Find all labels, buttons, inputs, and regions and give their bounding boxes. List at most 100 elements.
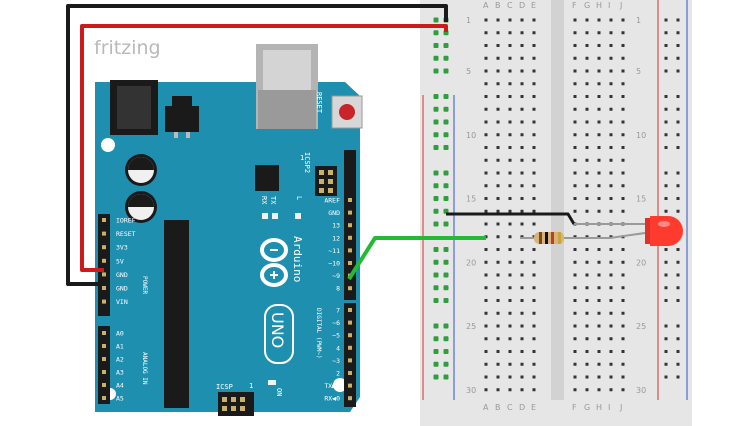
breadboard-hole	[484, 337, 488, 341]
header-pin[interactable]	[348, 333, 352, 338]
breadboard-column-letter: I	[608, 403, 610, 412]
breadboard-hole	[484, 120, 488, 124]
breadboard-hole	[609, 375, 613, 379]
header-pin[interactable]	[102, 231, 106, 236]
arduino-logo	[260, 238, 288, 287]
header-pin[interactable]	[348, 396, 352, 401]
red-wire-5v[interactable]	[80, 24, 448, 272]
breadboard-hole	[597, 350, 601, 353]
header-pin[interactable]	[348, 358, 352, 363]
header-pin[interactable]	[102, 357, 106, 361]
rail-hole	[433, 145, 439, 150]
breadboard-hole	[496, 69, 500, 73]
breadboard-hole	[585, 171, 589, 175]
breadboard-hole	[520, 197, 524, 200]
pin-label: A1	[116, 343, 124, 351]
pin-label: A5	[116, 395, 124, 403]
pin-label: 13	[332, 222, 340, 230]
header-pin[interactable]	[102, 396, 106, 400]
header-pin[interactable]	[348, 345, 352, 350]
pin-label: A3	[116, 369, 124, 377]
resistor[interactable]	[520, 232, 575, 244]
breadboard-hole	[609, 56, 613, 60]
rail-hole	[443, 221, 449, 227]
breadboard-hole	[520, 44, 524, 47]
red-led[interactable]	[574, 216, 683, 246]
pin-label: A4	[116, 382, 124, 390]
header-pin[interactable]	[102, 344, 106, 348]
breadboard-hole	[508, 311, 512, 315]
header-pin[interactable]	[348, 223, 352, 228]
reset-button-cap[interactable]	[339, 104, 355, 120]
breadboard-hole	[609, 248, 613, 251]
header-pin[interactable]	[348, 320, 352, 325]
breadboard-row-number: 20	[466, 258, 476, 267]
breadboard-hole	[508, 146, 512, 149]
breadboard-hole	[496, 222, 500, 226]
breadboard-hole	[520, 184, 524, 188]
rail-hole	[664, 248, 668, 251]
breadboard-hole	[585, 95, 589, 98]
header-pin[interactable]	[102, 299, 106, 304]
breadboard-hole	[597, 146, 601, 149]
header-pin[interactable]	[348, 383, 352, 388]
breadboard-hole	[484, 248, 488, 251]
header-pin[interactable]	[348, 261, 352, 265]
header-pin[interactable]	[102, 383, 106, 387]
breadboard-hole	[520, 158, 524, 162]
header-pin[interactable]	[348, 371, 352, 375]
header-pin[interactable]	[102, 258, 106, 263]
green-wire-pin9[interactable]	[347, 236, 486, 281]
breadboard-column-letter: B	[495, 403, 501, 412]
header-pin[interactable]	[348, 248, 352, 253]
breadboard-hole	[508, 69, 512, 73]
icsp-pin1-mark: 1	[249, 382, 253, 390]
breadboard-hole	[573, 235, 577, 239]
breadboard-hole	[585, 337, 589, 341]
header-pin[interactable]	[348, 210, 352, 215]
breadboard-hole	[532, 299, 536, 302]
rail-hole	[676, 31, 680, 35]
breadboard-hole	[532, 44, 536, 47]
black-wire-gnd[interactable]	[66, 4, 448, 286]
breadboard-hole	[520, 209, 524, 213]
rail-hole	[676, 337, 680, 341]
breadboard-hole	[621, 337, 625, 341]
header-pin[interactable]	[348, 235, 352, 240]
breadboard-hole	[496, 209, 500, 213]
breadboard-hole	[532, 107, 536, 111]
rail-hole	[664, 120, 668, 124]
breadboard-column-letter: H	[596, 1, 602, 10]
breadboard-hole	[573, 69, 577, 73]
breadboard-hole	[532, 260, 536, 264]
breadboard-column-letter: E	[531, 1, 536, 10]
pin-label: 4	[336, 344, 340, 352]
header-pin[interactable]	[102, 218, 106, 222]
breadboard-hole	[520, 273, 524, 277]
rail-hole	[433, 323, 439, 329]
header-pin[interactable]	[348, 308, 352, 312]
header-pin[interactable]	[102, 286, 106, 290]
breadboard-row-number: 5	[636, 67, 641, 76]
header-pin[interactable]	[348, 286, 352, 291]
breadboard-column-letter: F	[572, 1, 577, 10]
breadboard-hole	[597, 375, 601, 379]
pin-label: ~11	[328, 247, 340, 255]
breadboard-hole	[573, 248, 577, 251]
breadboard-hole	[520, 95, 524, 98]
header-pin[interactable]	[102, 331, 106, 335]
arduino-brand: Arduino	[291, 236, 304, 282]
black-wire-led-gnd[interactable]	[446, 212, 576, 225]
breadboard-hole	[597, 197, 601, 200]
header-pin[interactable]	[102, 370, 106, 374]
header-pin[interactable]	[102, 245, 106, 250]
breadboard-hole	[508, 260, 512, 264]
breadboard-hole	[508, 209, 512, 213]
pin-label: ~10	[328, 260, 340, 268]
header-pin[interactable]	[348, 198, 352, 202]
breadboard-hole	[609, 158, 613, 162]
rail-hole	[676, 248, 680, 251]
rail-hole	[433, 106, 439, 112]
header-pin[interactable]	[102, 272, 106, 277]
breadboard-hole	[508, 171, 512, 175]
